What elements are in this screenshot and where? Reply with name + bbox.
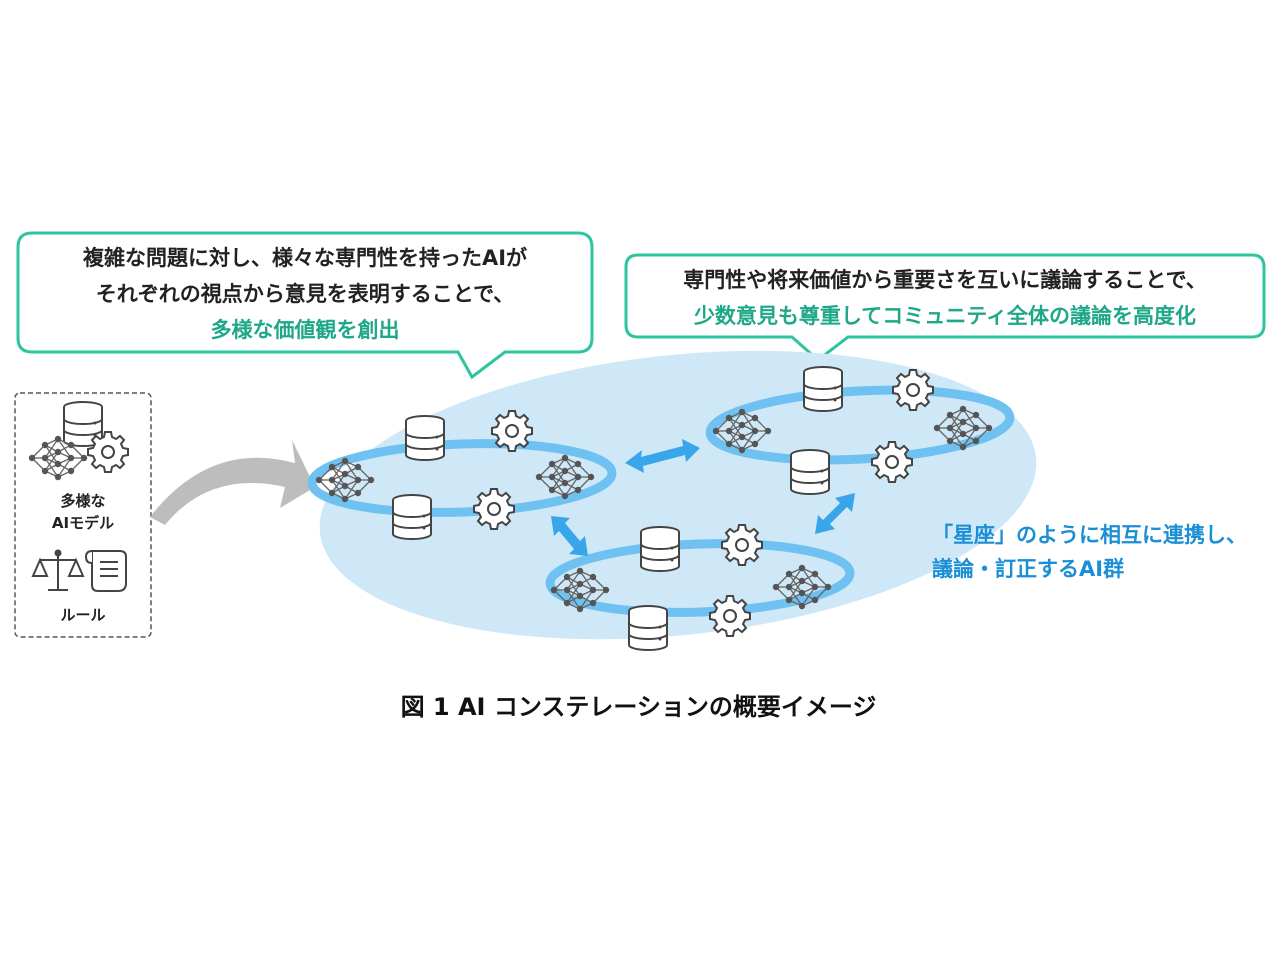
bubble-left-line2: それぞれの視点から意見を表明することで、 — [95, 282, 515, 306]
bubble-right-line2: 少数意見も尊重してコミュニティ全体の議論を高度化 — [693, 304, 1197, 328]
constellation-text: 「星座」のように相互に連携し、 議論・訂正するAI群 — [932, 518, 1272, 586]
input-arrow — [150, 440, 315, 525]
legend-rules-label: ルール — [60, 606, 106, 624]
gear-icon — [473, 488, 515, 530]
legend-models-label: 多様な AIモデル — [15, 490, 151, 534]
bubble-left-text: 複雑な問題に対し、様々な専門性を持ったAIが それぞれの視点から意見を表明するこ… — [24, 240, 586, 348]
constellation-line1: 「星座」のように相互に連携し、 — [932, 523, 1247, 547]
database-icon — [392, 494, 432, 540]
database-icon — [640, 526, 680, 572]
speech-bubble-right — [624, 253, 1266, 362]
gear-icon — [709, 595, 751, 637]
link-arrow-left-bottom — [551, 516, 588, 556]
constellation-line2: 議論・訂正するAI群 — [932, 557, 1125, 581]
cluster-ring-top-right — [705, 385, 1015, 465]
speech-bubble-left — [16, 231, 594, 380]
scroll-icon — [84, 550, 127, 592]
legend-models-line1: 多様な — [60, 492, 106, 510]
scales-icon — [31, 549, 85, 591]
bubble-right-line1: 専門性や将来価値から重要さを互いに議論することで、 — [683, 268, 1207, 292]
gear-icon — [491, 410, 533, 452]
bubble-right-text: 専門性や将来価値から重要さを互いに議論することで、 少数意見も尊重してコミュニテ… — [632, 262, 1258, 334]
bubble-left-line3: 多様な価値観を創出 — [210, 318, 400, 342]
gear-icon — [871, 441, 913, 483]
database-icon — [803, 366, 843, 412]
gear-icon — [892, 369, 934, 411]
database-icon — [405, 415, 445, 461]
database-icon — [790, 449, 830, 495]
cluster-ring-bottom — [545, 539, 855, 617]
gear-icon — [87, 431, 129, 473]
cluster-ring-left — [307, 439, 617, 517]
database-icon — [628, 605, 668, 651]
gear-icon — [721, 524, 763, 566]
legend-models-line2: AIモデル — [51, 514, 115, 532]
link-arrow-left-right — [625, 439, 700, 473]
bubble-left-line1: 複雑な問題に対し、様々な専門性を持ったAIが — [82, 246, 528, 270]
link-arrow-bottom-right — [815, 493, 855, 534]
figure-caption: 図 1 AI コンステレーションの概要イメージ — [400, 693, 877, 721]
